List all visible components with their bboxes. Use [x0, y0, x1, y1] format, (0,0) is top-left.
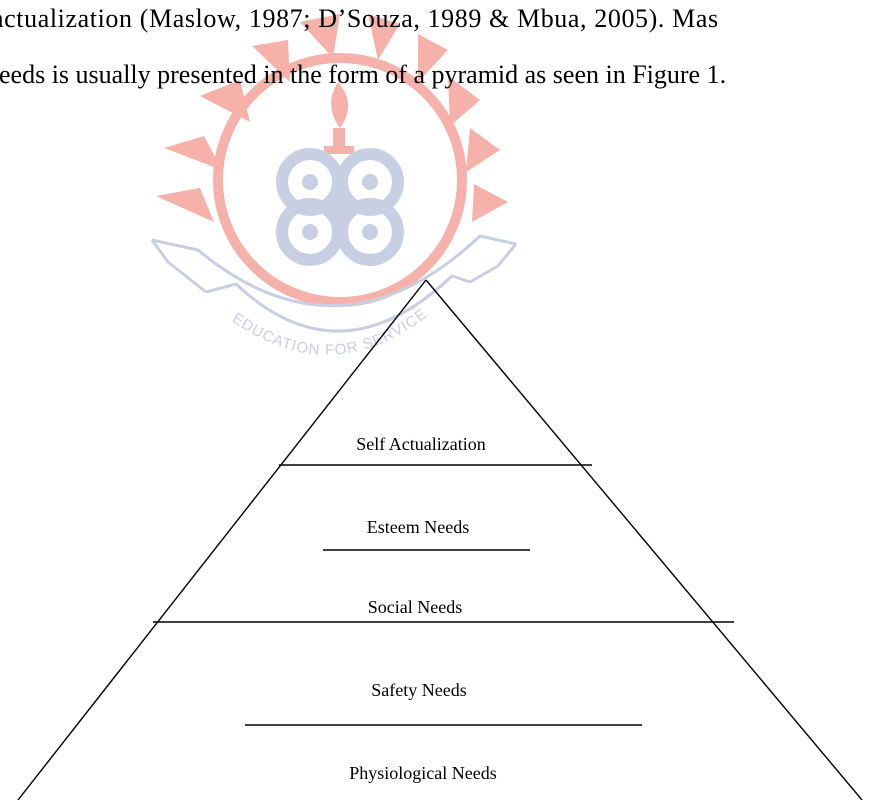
level-label-physiological-needs: Physiological Needs [349, 763, 497, 783]
level-label-safety-needs: Safety Needs [371, 680, 467, 700]
seal-torch [324, 82, 354, 154]
seal-emblem [276, 148, 404, 266]
seal-inner-ring [213, 53, 467, 307]
pyramid-right-edge [425, 279, 863, 800]
level-label-social-needs: Social Needs [367, 597, 463, 617]
pyramid-left-edge [17, 279, 427, 800]
seal-ribbon [150, 234, 518, 333]
body-text-line-1: actualization (Maslow, 1987; D’Souza, 19… [0, 4, 719, 33]
level-label-esteem-needs: Esteem Needs [366, 517, 470, 537]
body-text-line-2: eeds is usually presented in the form of… [0, 60, 727, 89]
level-label-self-actualization: Self Actualization [356, 434, 486, 454]
